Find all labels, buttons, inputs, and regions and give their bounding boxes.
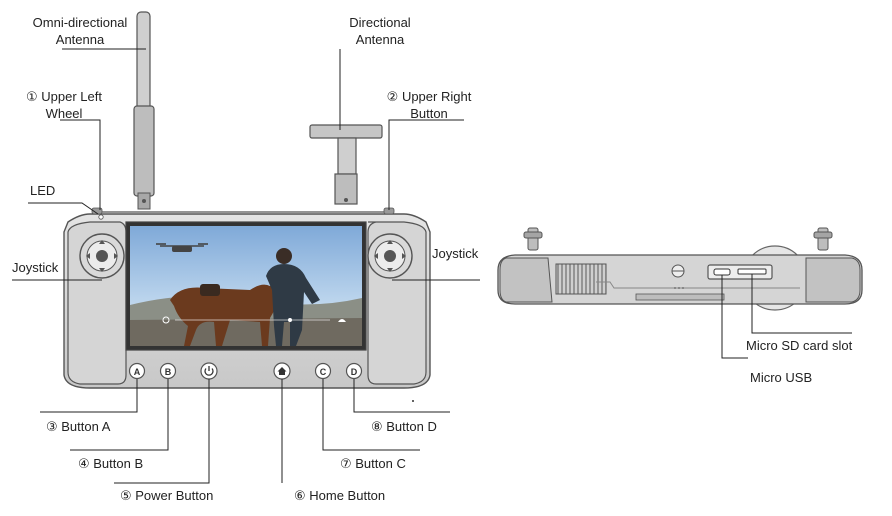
- label-joystick-right: Joystick: [432, 246, 479, 261]
- leader-lines-top: [721, 274, 852, 359]
- button-c[interactable]: C: [314, 362, 332, 380]
- power-icon: [204, 366, 214, 376]
- button-d-text: D: [351, 367, 358, 377]
- button-b-text: B: [165, 367, 172, 377]
- power-button[interactable]: [200, 362, 218, 380]
- label-joystick-left: Joystick: [12, 260, 59, 275]
- button-b[interactable]: B: [159, 362, 177, 380]
- controller-top-view: [497, 227, 863, 311]
- screen: [125, 221, 367, 351]
- button-a[interactable]: A: [128, 362, 146, 380]
- button-d[interactable]: D: [345, 362, 363, 380]
- omni-antenna: [133, 11, 155, 210]
- label-micro-sd: Micro SD card slot: [746, 338, 853, 353]
- label-button-c: ⑦ Button C: [340, 456, 406, 471]
- joystick-right: [367, 233, 413, 279]
- horse-figure: [170, 284, 297, 346]
- drone-icon: [156, 243, 208, 252]
- label-led: LED: [30, 183, 56, 198]
- joystick-left: [79, 233, 125, 279]
- label-directional-antenna: Directional Antenna: [349, 15, 411, 47]
- label-micro-usb: Micro USB: [750, 370, 813, 385]
- label-button-d: ⑧ Button D: [371, 419, 437, 434]
- button-c-text: C: [320, 367, 327, 377]
- label-button-a: ③ Button A: [46, 419, 111, 434]
- person-figure: [266, 248, 320, 346]
- home-icon: [277, 367, 287, 375]
- directional-antenna: [309, 124, 383, 205]
- label-upper-right-button: ② Upper Right Button: [386, 89, 472, 121]
- label-power-button: ⑤ Power Button: [120, 488, 214, 503]
- home-button[interactable]: [273, 362, 291, 380]
- label-button-b: ④ Button B: [78, 456, 144, 471]
- label-omni-antenna: Omni-directional Antenna: [32, 15, 128, 47]
- label-upper-left-wheel: ① Upper Left Wheel: [26, 89, 102, 121]
- label-home-button: ⑥ Home Button: [294, 488, 386, 503]
- leader-lines: [12, 48, 480, 484]
- button-a-text: A: [134, 367, 141, 377]
